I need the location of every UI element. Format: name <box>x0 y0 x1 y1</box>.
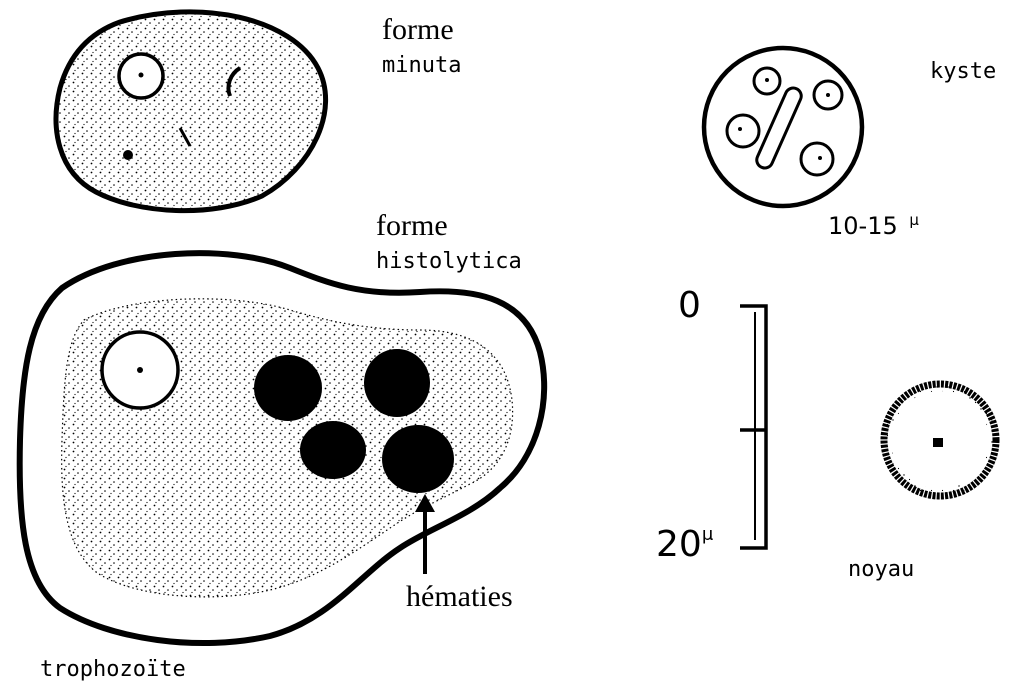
label-forme-histolytica-line1: forme <box>376 210 448 242</box>
kyste-karyosome-3 <box>738 127 742 131</box>
scale-twenty-unit: μ <box>702 524 713 545</box>
label-forme-minuta-line1: forme <box>382 14 454 46</box>
kyste-nucleus-3 <box>727 115 759 147</box>
kyste-karyosome-1 <box>765 78 769 82</box>
label-forme-histolytica-line2: histolytica <box>376 250 522 273</box>
scale-bracket <box>740 306 766 548</box>
label-kyste: kyste <box>930 60 996 83</box>
noyau-karyosome <box>933 438 943 447</box>
label-forme-minuta-line2: minuta <box>382 54 461 77</box>
scale-twenty-value: 20 <box>656 524 702 565</box>
noyau-detail <box>884 384 996 496</box>
kyste-karyosome-4 <box>818 156 822 160</box>
label-hematies: hématies <box>406 581 513 613</box>
forme-minuta-cell <box>56 12 326 211</box>
hematie-1 <box>254 355 322 421</box>
kyste-nucleus-4 <box>801 143 833 175</box>
histolytica-karyosome <box>137 367 143 373</box>
hematie-2 <box>364 349 430 417</box>
hematie-4 <box>382 425 454 493</box>
kyste-size-value: 10-15 <box>828 212 898 240</box>
scale-label-twenty: 20μ <box>656 526 713 564</box>
label-kyste-size: 10-15 μ <box>828 213 919 239</box>
scale-bar <box>740 306 766 548</box>
kyste-cell <box>704 48 862 206</box>
minuta-karyosome <box>139 73 144 78</box>
kyste-size-unit: μ <box>909 211 919 229</box>
hematie-3 <box>300 421 366 479</box>
label-noyau: noyau <box>848 558 914 581</box>
label-trophozoite: trophozoïte <box>40 658 186 681</box>
scale-label-zero: 0 <box>678 287 701 325</box>
minuta-membrane <box>56 12 326 211</box>
kyste-karyosome-2 <box>826 93 830 97</box>
minuta-inclusion-3 <box>123 150 133 160</box>
